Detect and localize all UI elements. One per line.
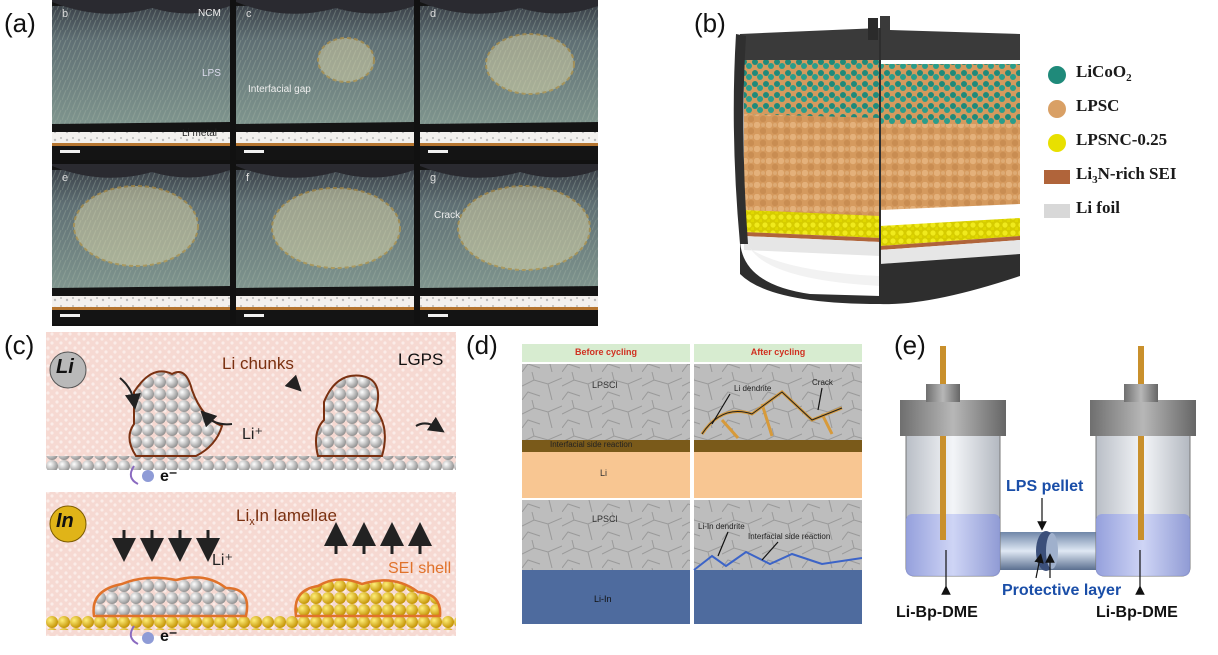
label-li-dendrite: Li dendrite — [734, 384, 772, 393]
label-crack: Crack — [812, 378, 833, 387]
label-electron-bottom: e⁻ — [160, 628, 178, 645]
label-li: Li — [600, 468, 608, 478]
legend-label-li-foil: Li foil — [1076, 198, 1120, 217]
tag-li-metal: Li metal — [182, 128, 218, 139]
panel-a-micrographs: b c d e f g NCM LPS Li metal Interfacial… — [52, 0, 598, 326]
legend-swatch-lpsc — [1048, 100, 1066, 118]
label-lgps: LGPS — [398, 350, 444, 369]
panel-label-d: (d) — [466, 330, 498, 360]
panel-label-a: (a) — [4, 8, 36, 38]
panel-b-legend: LiCoO2 LPSC LPSNC-0.25 Li3N-rich SEI Li … — [1044, 60, 1216, 240]
micrograph-tile — [236, 0, 414, 160]
micrograph-tile — [236, 164, 414, 324]
micrograph-tile — [52, 164, 230, 324]
micrograph-grid — [52, 0, 598, 324]
mechanism-drawing — [46, 332, 456, 645]
label-li-plus-bottom: Li⁺ — [212, 552, 233, 569]
legend-label-sei-li: Li — [1076, 164, 1093, 183]
legend-label-lpsc: LPSC — [1076, 96, 1120, 115]
legend-swatch-li-foil — [1044, 204, 1070, 218]
panel-c-mechanism: Li In Li chunks LGPS Li⁺ e⁻ LixIn lamell… — [46, 328, 456, 650]
tag-ncm: NCM — [198, 8, 221, 19]
tag-interfacial-gap: Interfacial gap — [248, 84, 311, 95]
label-lpscl-top: LPSCl — [592, 380, 618, 390]
tag-crack: Crack — [434, 210, 461, 221]
label-lixin-prefix: Li — [236, 506, 250, 525]
interface-drawing — [522, 344, 863, 624]
legend-swatch-lpsnc — [1048, 134, 1066, 152]
label-electron-top: e⁻ — [160, 468, 178, 485]
legend-label-licoo2: LiCoO — [1076, 62, 1127, 81]
header-before-cycling: Before cycling — [574, 347, 638, 357]
tile-label-g: g — [430, 172, 437, 184]
badge-li: Li — [56, 356, 74, 378]
label-side-reaction-top: Interfacial side reaction — [550, 440, 633, 449]
hcell-drawing — [900, 346, 1196, 595]
legend-sub-sei: 3 — [1092, 174, 1098, 186]
label-lixin-sub: x — [249, 516, 255, 528]
legend-swatch-sei — [1044, 170, 1070, 184]
panel-d-interface: Before cycling After cycling LPSCl Inter… — [522, 344, 863, 624]
header-after-cycling: After cycling — [750, 347, 806, 357]
tile-label-b: b — [62, 8, 69, 20]
label-left-cell: Li-Bp-DME — [896, 604, 978, 621]
badge-in: In — [56, 510, 74, 532]
label-lixin: LixIn lamellae — [236, 506, 337, 528]
label-side-reaction-bottom: Interfacial side reaction — [748, 532, 831, 541]
label-lixin-rest: In lamellae — [254, 506, 337, 525]
label-li-in-dendrite: Li-In dendrite — [698, 522, 745, 531]
label-right-cell: Li-Bp-DME — [1096, 604, 1178, 621]
tile-label-f: f — [246, 172, 250, 184]
tag-lps: LPS — [202, 68, 221, 79]
panel-e-hcell: LPS pellet Protective layer Li-Bp-DME Li… — [896, 346, 1214, 646]
label-sei-shell: SEI shell — [388, 560, 452, 577]
micrograph-tile — [420, 164, 598, 324]
panel-label-e: (e) — [894, 330, 926, 360]
label-li-chunks: Li chunks — [222, 354, 294, 373]
label-protective-layer: Protective layer — [1002, 582, 1122, 599]
tile-label-c: c — [246, 8, 252, 20]
micrograph-tile — [52, 0, 230, 160]
panel-label-c: (c) — [4, 330, 35, 360]
label-li-plus-top: Li⁺ — [242, 426, 263, 443]
legend-sub-licoo2: 2 — [1126, 72, 1132, 84]
legend-label-sei-rest: N-rich SEI — [1097, 164, 1177, 183]
micrograph-tile — [420, 0, 598, 160]
label-li-in: Li-In — [594, 594, 612, 604]
legend-label-lpsnc: LPSNC-0.25 — [1076, 130, 1168, 149]
tile-label-d: d — [430, 8, 437, 20]
tile-label-e: e — [62, 172, 69, 184]
panel-b-cell-schematic — [730, 14, 1030, 306]
label-lpscl-bottom: LPSCl — [592, 514, 618, 524]
cell-drawing — [733, 16, 1020, 305]
legend-swatch-licoo2 — [1048, 66, 1066, 84]
label-lps-pellet: LPS pellet — [1006, 478, 1084, 495]
panel-label-b: (b) — [694, 8, 726, 38]
